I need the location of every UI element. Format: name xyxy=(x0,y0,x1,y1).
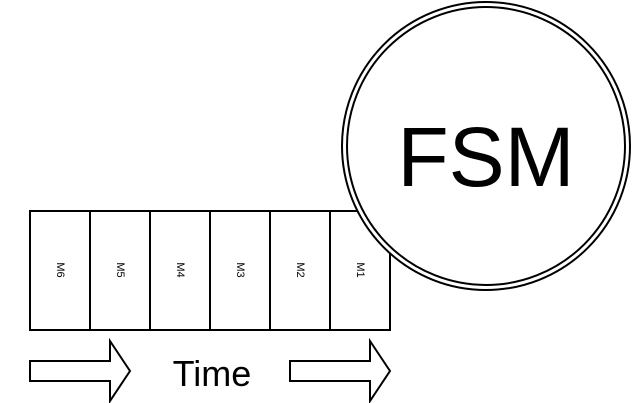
queue-slot-label: M1 xyxy=(354,262,366,277)
queue-slot-label: M4 xyxy=(174,262,186,277)
time-axis: Time xyxy=(29,337,392,403)
fsm-label: FSM xyxy=(397,110,574,204)
queue-slot-m5: M5 xyxy=(89,210,151,331)
queue-slot-label: M2 xyxy=(294,262,306,277)
queue-slot-m4: M4 xyxy=(149,210,211,331)
queue-slot-m2: M2 xyxy=(269,210,331,331)
queue-slot-label: M5 xyxy=(114,262,126,277)
queue-slot-label: M3 xyxy=(234,262,246,277)
queue-slot-box xyxy=(89,210,151,331)
queue-slot-label: M6 xyxy=(54,262,66,277)
message-queue: M6 M5 M4 M3 M2 M1 xyxy=(29,210,391,331)
time-arrow-left xyxy=(29,337,132,403)
time-label: Time xyxy=(173,353,252,394)
fsm-node: FSM xyxy=(341,1,631,291)
fsm-inner-circle xyxy=(346,6,626,286)
queue-slot-m3: M3 xyxy=(209,210,271,331)
queue-slot-box xyxy=(29,210,91,331)
queue-slot-m6: M6 xyxy=(29,210,91,331)
queue-slot-box xyxy=(269,210,331,331)
queue-slot-box xyxy=(209,210,271,331)
time-arrow-right xyxy=(289,337,392,403)
